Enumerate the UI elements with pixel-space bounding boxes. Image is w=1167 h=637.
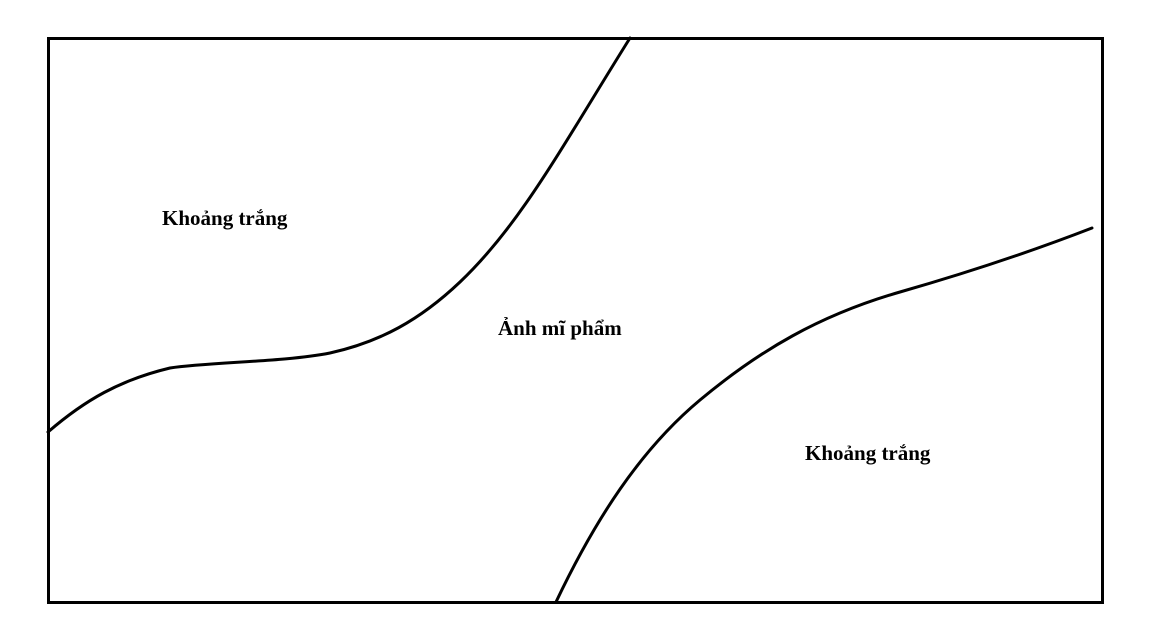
lower-right-boundary-curve: [554, 226, 1094, 604]
bottom-right-region-label: Khoảng trắng: [805, 441, 931, 465]
upper-left-boundary-curve: [46, 36, 632, 434]
center-region-label: Ảnh mĩ phẩm: [498, 316, 622, 340]
top-left-region-label: Khoảng trắng: [162, 206, 288, 230]
diagram-frame: [47, 37, 1104, 604]
